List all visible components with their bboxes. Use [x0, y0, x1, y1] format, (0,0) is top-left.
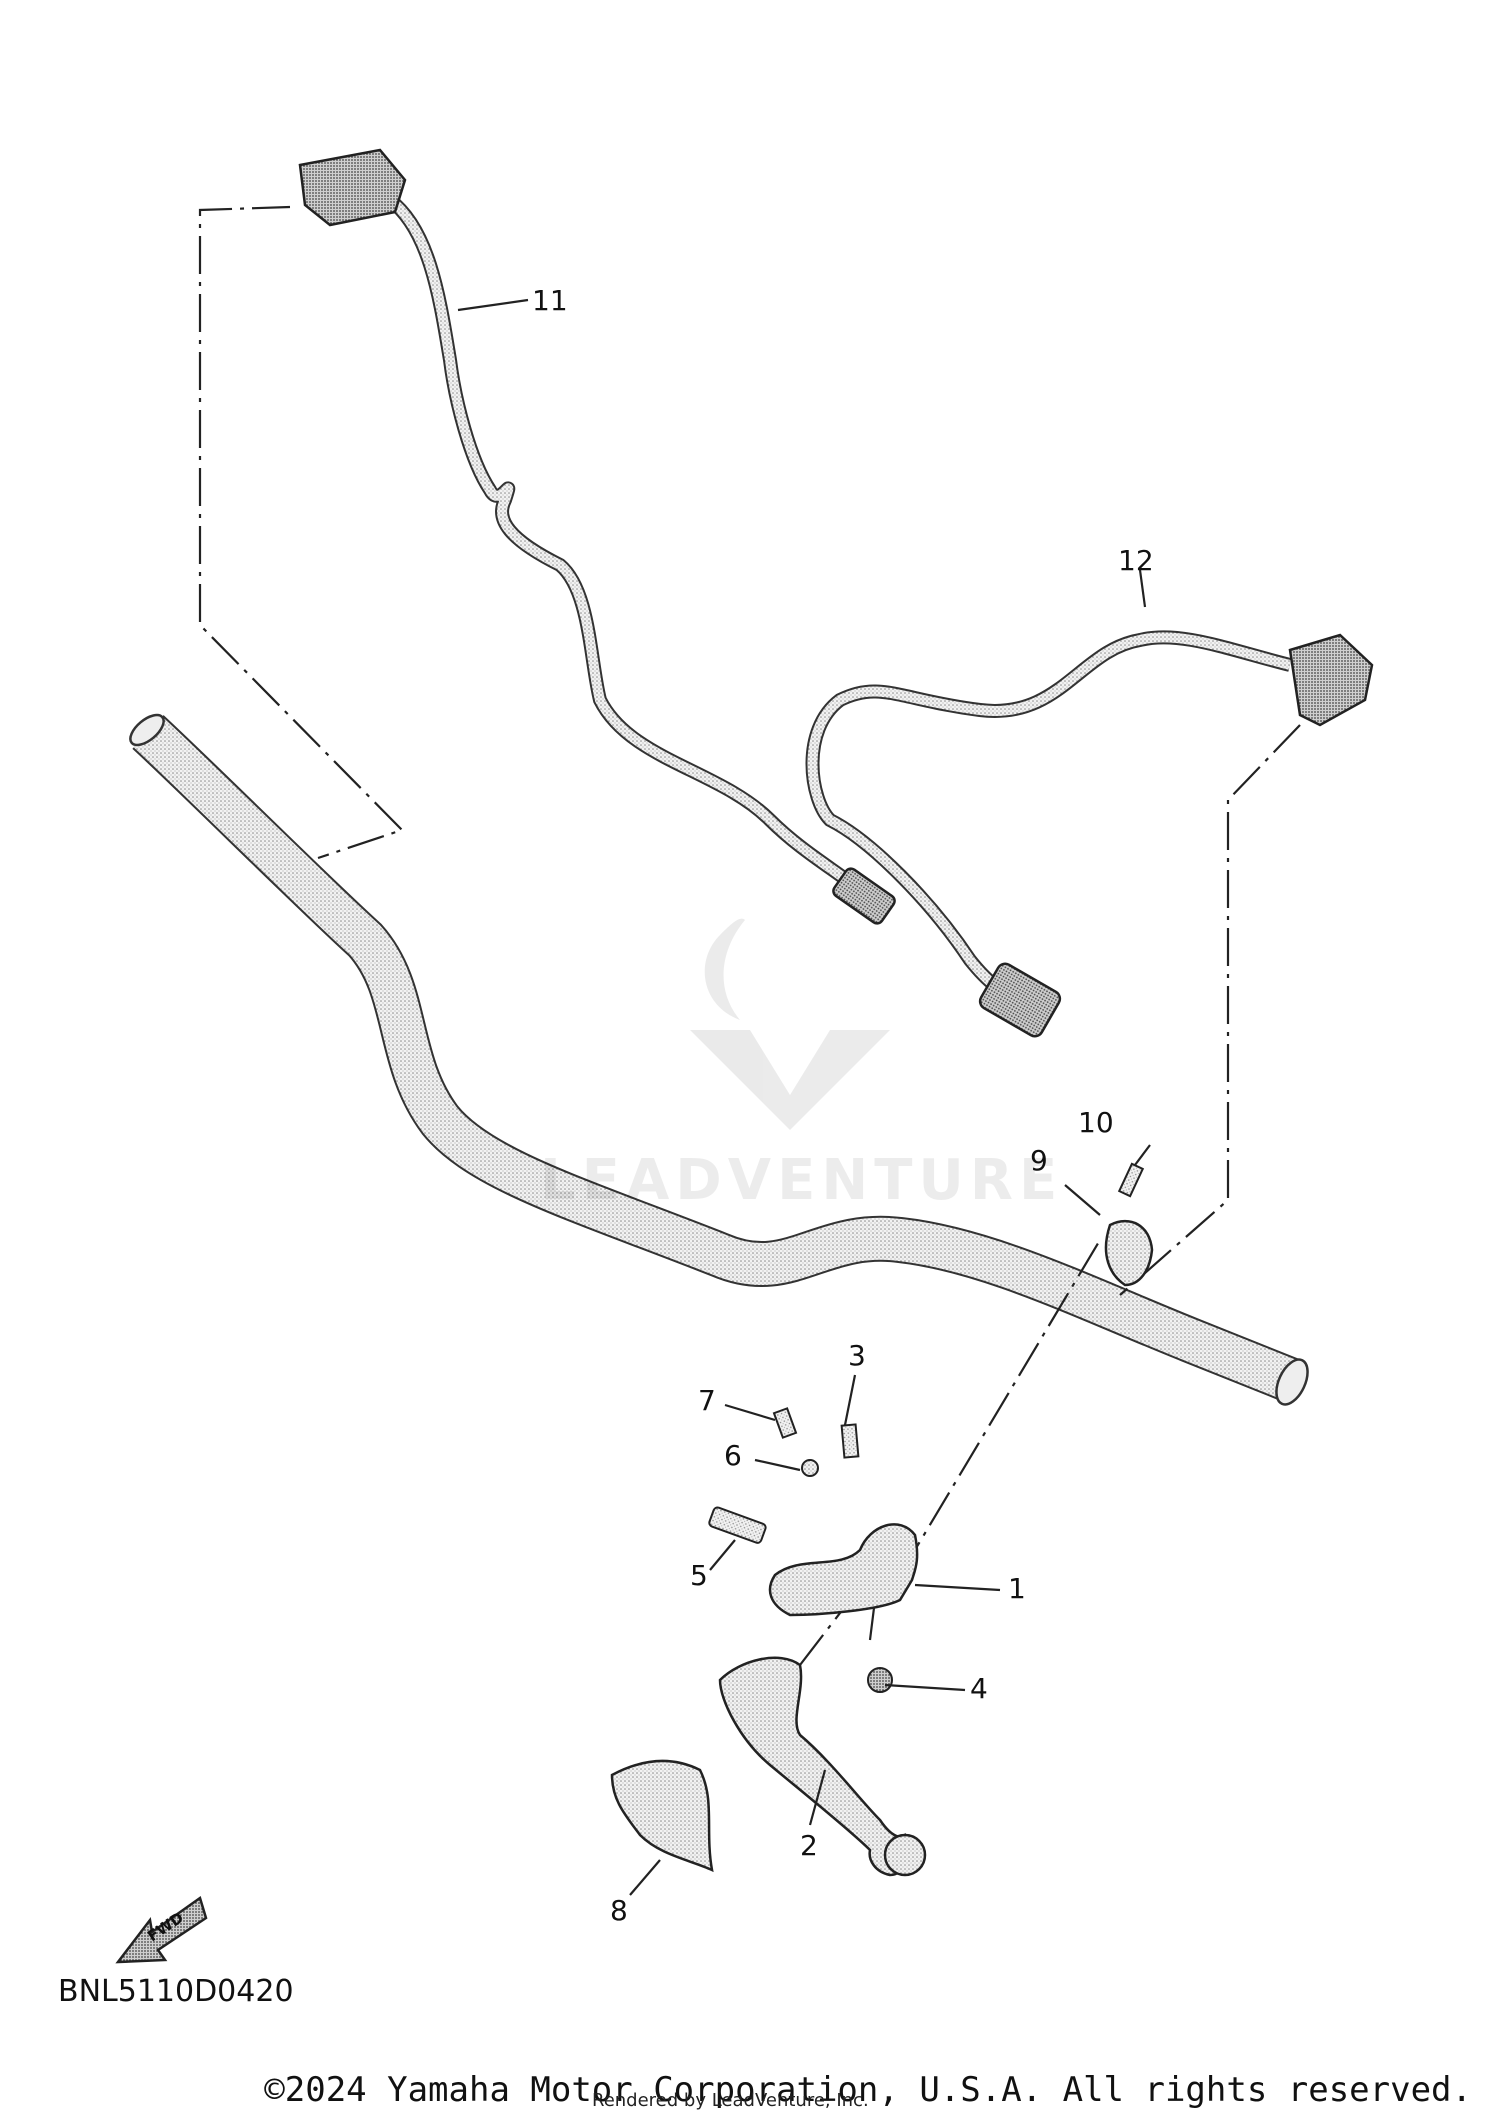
clamp [1104, 1219, 1154, 1287]
lever-cover [610, 1759, 714, 1873]
callout-11: 11 [532, 284, 568, 317]
callout-2: 2 [800, 1829, 818, 1862]
callout-3: 3 [848, 1339, 866, 1372]
rendered-by-credit: Rendered by LeadVenture, Inc. [592, 2090, 869, 2111]
callout-5: 5 [690, 1559, 708, 1592]
watermark-text: LEADVENTURE [540, 1148, 1064, 1213]
fwd-arrow-icon: FWD [115, 1895, 208, 1964]
watermark-logo [690, 918, 890, 1130]
callout-8: 8 [610, 1894, 628, 1927]
handlebar [129, 713, 1309, 1406]
callout-7: 7 [698, 1384, 716, 1417]
diagram-code: BNL5110D0420 [58, 1974, 294, 2009]
callout-6: 6 [724, 1439, 742, 1472]
callout-1: 1 [1008, 1572, 1026, 1605]
switch-cable-11 [298, 148, 896, 925]
copyright-notice: ©2024 Yamaha Motor Corporation, U.S.A. A… [264, 2070, 1472, 2110]
callout-12: 12 [1118, 544, 1154, 577]
clutch-lever [718, 1656, 927, 1877]
callout-9: 9 [1030, 1144, 1048, 1177]
callout-leaders [457, 298, 1151, 1896]
switch-cable-12 [805, 630, 1374, 1038]
lever-holder [768, 1523, 919, 1617]
callout-4: 4 [970, 1672, 988, 1705]
callout-labels: 11 12 10 9 3 7 6 5 1 4 2 8 [532, 284, 1154, 1927]
callout-10: 10 [1078, 1106, 1114, 1139]
